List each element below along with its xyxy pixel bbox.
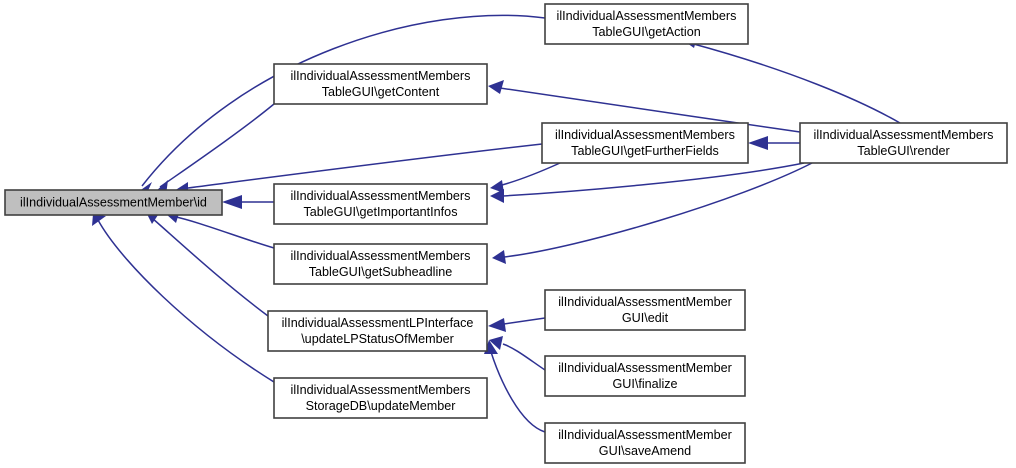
node-label-line2: TableGUI\getAction xyxy=(592,25,701,39)
edges-layer xyxy=(92,14,901,433)
node-box[interactable] xyxy=(273,183,488,225)
arrow-head-icon xyxy=(748,136,768,150)
edge-updateMember-to-root xyxy=(92,214,275,383)
node-label-line2: TableGUI\render xyxy=(857,144,949,158)
node-label-line1: ilIndividualAssessmentMember xyxy=(558,361,732,375)
node-label-line1: ilIndividualAssessmentMembers xyxy=(291,249,471,263)
nodes-layer: ilIndividualAssessmentMember\id ilIndivid… xyxy=(4,3,1008,464)
edge-getImportantInfos-to-root xyxy=(222,195,274,209)
node-getContent[interactable]: ilIndividualAssessmentMembersTableGUI\ge… xyxy=(273,63,488,105)
node-getFurtherFields[interactable]: ilIndividualAssessmentMembersTableGUI\ge… xyxy=(541,122,749,164)
node-label-line1: ilIndividualAssessmentMember xyxy=(558,428,732,442)
node-label-line2: TableGUI\getContent xyxy=(322,85,440,99)
edge-updateLPStatusOfMember-to-root xyxy=(147,212,269,317)
node-box[interactable] xyxy=(544,3,749,45)
node-label-line2: StorageDB\updateMember xyxy=(306,399,456,413)
node-label-line1: ilIndividualAssessmentMembers xyxy=(291,383,471,397)
edge-render-to-getSubheadline xyxy=(492,162,813,264)
edge-render-to-getImportantInfos xyxy=(490,162,805,203)
node-label-line2: GUI\saveAmend xyxy=(599,444,691,458)
edge-render-to-getContent xyxy=(488,80,801,133)
arrow-head-icon xyxy=(489,336,503,350)
node-label-line1: ilIndividualAssessmentMember\id xyxy=(20,195,207,209)
arrow-head-icon xyxy=(222,195,242,209)
edge-finalize-to-updateLPStatusOfMember xyxy=(489,336,546,371)
node-label-line1: ilIndividualAssessmentMember xyxy=(558,295,732,309)
node-box[interactable] xyxy=(4,189,223,216)
arrow-head-icon xyxy=(492,250,506,264)
node-getSubheadline[interactable]: ilIndividualAssessmentMembersTableGUI\ge… xyxy=(273,243,488,285)
node-label-line1: ilIndividualAssessmentMembers xyxy=(814,128,994,142)
node-root[interactable]: ilIndividualAssessmentMember\id xyxy=(4,189,223,216)
node-updateLPStatusOfMember[interactable]: ilIndividualAssessmentLPInterface \update… xyxy=(267,310,488,352)
edge-getContent-to-root xyxy=(155,103,275,195)
node-box[interactable] xyxy=(273,63,488,105)
arrow-head-icon xyxy=(490,189,504,203)
node-label-line1: ilIndividualAssessmentMembers xyxy=(291,189,471,203)
node-label-line1: ilIndividualAssessmentMembers xyxy=(291,69,471,83)
arrow-head-icon xyxy=(490,180,504,193)
arrow-head-icon xyxy=(488,80,504,94)
node-getAction[interactable]: ilIndividualAssessmentMembersTableGUI\ge… xyxy=(544,3,749,45)
node-label-line2: GUI\edit xyxy=(622,311,669,325)
arrow-head-icon xyxy=(92,214,106,226)
node-updateMember[interactable]: ilIndividualAssessmentMembersStorageDB\u… xyxy=(273,377,488,419)
node-box[interactable] xyxy=(544,355,746,397)
node-label-line1: ilIndividualAssessmentLPInterface xyxy=(282,316,474,330)
node-render[interactable]: ilIndividualAssessmentMembersTableGUI\re… xyxy=(799,122,1008,164)
node-label-line2: TableGUI\getSubheadline xyxy=(309,265,453,279)
edge-getFurtherFields-to-getImportantInfos xyxy=(490,162,561,193)
node-label-line2: TableGUI\getFurtherFields xyxy=(571,144,719,158)
node-label-line1: ilIndividualAssessmentMembers xyxy=(557,9,737,23)
edge-render-to-getAction xyxy=(684,34,901,124)
node-box[interactable] xyxy=(544,422,746,464)
arrow-head-icon xyxy=(488,318,506,332)
node-box[interactable] xyxy=(267,310,488,352)
node-label-line2: \updateLPStatusOfMember xyxy=(301,332,454,346)
node-label-line2: GUI\finalize xyxy=(612,377,677,391)
node-box[interactable] xyxy=(799,122,1008,164)
node-box[interactable] xyxy=(273,377,488,419)
node-box[interactable] xyxy=(544,289,746,331)
node-label-line2: TableGUI\getImportantInfos xyxy=(303,205,457,219)
node-box[interactable] xyxy=(273,243,488,285)
edge-saveAmend-to-updateLPStatusOfMember xyxy=(484,340,546,433)
edge-render-to-getFurtherFields xyxy=(748,136,800,150)
node-label-line1: ilIndividualAssessmentMembers xyxy=(555,128,735,142)
node-getImportantInfos[interactable]: ilIndividualAssessmentMembersTableGUI\ge… xyxy=(273,183,488,225)
edge-edit-to-updateLPStatusOfMember xyxy=(488,317,546,332)
node-saveAmend[interactable]: ilIndividualAssessmentMemberGUI\saveAmen… xyxy=(544,422,746,464)
node-box[interactable] xyxy=(541,122,749,164)
